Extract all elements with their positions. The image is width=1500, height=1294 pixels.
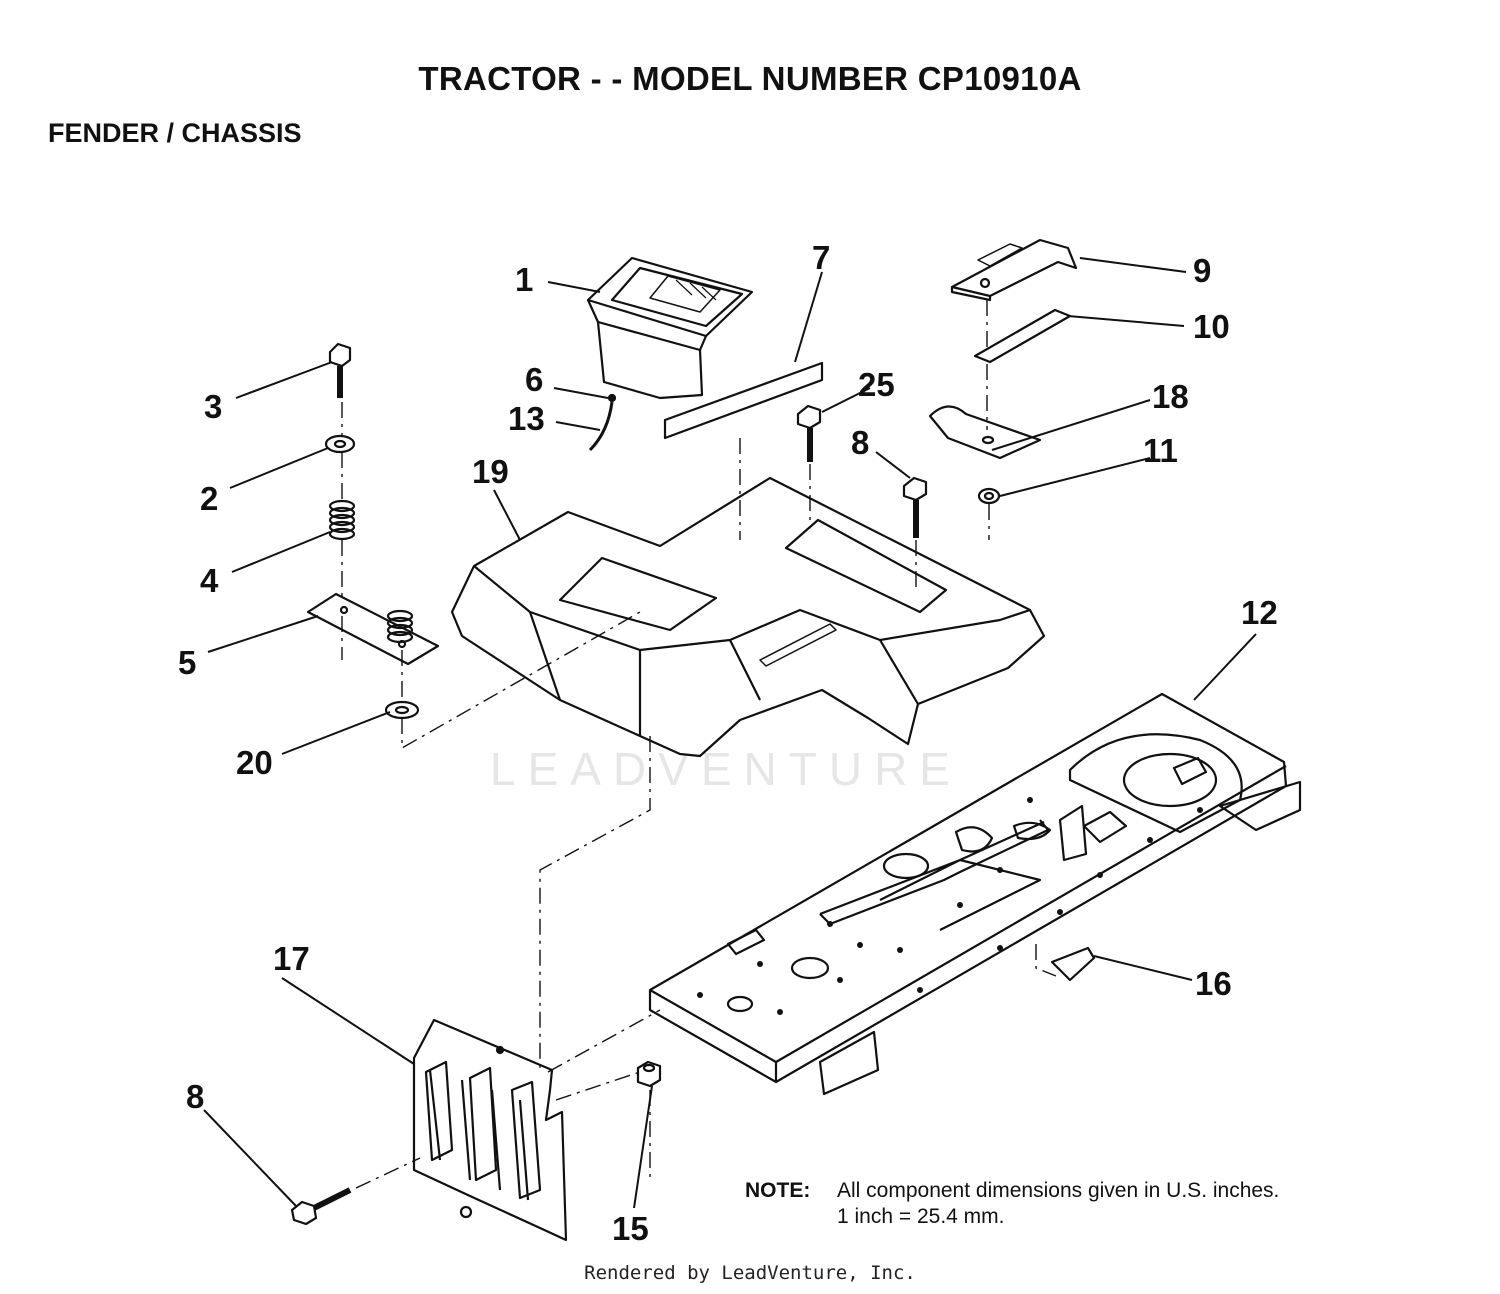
callout-5: 5 [178,644,196,681]
callout-9: 9 [1193,252,1211,289]
part-upper-plate [950,238,1078,302]
callout-13: 13 [508,400,545,437]
callout-10: 10 [1193,308,1230,345]
note-label: NOTE: [745,1179,811,1202]
callout-17: 17 [273,940,310,977]
callout-12: 12 [1241,594,1278,631]
callout-3: 3 [204,388,222,425]
callout-2: 2 [200,480,218,517]
part-bolt-8-lower [290,1187,352,1226]
part-flat-plate [973,308,1072,364]
part-spring-4 [328,499,356,541]
watermark: LEADVENTURE [490,743,962,795]
callout-7: 7 [812,239,830,276]
part-bolt-25 [796,404,822,462]
part-spring-plate [306,592,440,666]
callout-25: 25 [858,366,895,403]
part-rear-plate [412,1018,568,1242]
part-chassis-frame [648,692,1302,1096]
callout-numbers: 1 7 9 10 3 6 25 18 13 8 11 2 19 4 12 5 2… [178,239,1278,1247]
part-bolt-8-upper [902,476,928,538]
callout-18: 18 [1152,378,1189,415]
callout-8-lower: 8 [186,1078,204,1115]
part-nut-11 [977,487,1001,505]
callout-15: 15 [612,1210,649,1247]
part-fender [450,476,1046,758]
part-wire-13 [588,401,614,452]
note-text: All component dimensions given in U.S. i… [837,1178,1279,1230]
note-line-2: 1 inch = 25.4 mm. [837,1205,1005,1228]
section-subtitle: FENDER / CHASSIS [48,118,302,148]
render-credit: Rendered by LeadVenture, Inc. [584,1262,916,1284]
alignment-lines [341,300,1057,1189]
leader-lines [203,257,1257,1209]
part-storage-tray [586,256,754,400]
part-nut-15 [636,1060,662,1088]
part-washer-2 [324,434,356,454]
callout-11: 11 [1143,432,1178,469]
part-clip-6 [607,393,617,403]
note-line-1: All component dimensions given in U.S. i… [837,1179,1280,1202]
part-washer-20 [384,700,420,720]
part-bolt-3 [328,342,352,398]
callout-20: 20 [236,744,273,781]
part-clip-16 [1050,946,1096,982]
callout-1: 1 [515,261,533,298]
callout-8-upper: 8 [851,424,869,461]
callout-16: 16 [1195,965,1232,1002]
diagram-title: TRACTOR - - MODEL NUMBER CP10910A [418,60,1082,97]
part-decal [663,361,824,440]
part-clamp-bracket [928,405,1042,460]
dimension-note: NOTE: All component dimensions given in U… [745,1178,1279,1230]
callout-6: 6 [525,361,543,398]
callout-19: 19 [472,453,509,490]
callout-4: 4 [200,562,219,599]
